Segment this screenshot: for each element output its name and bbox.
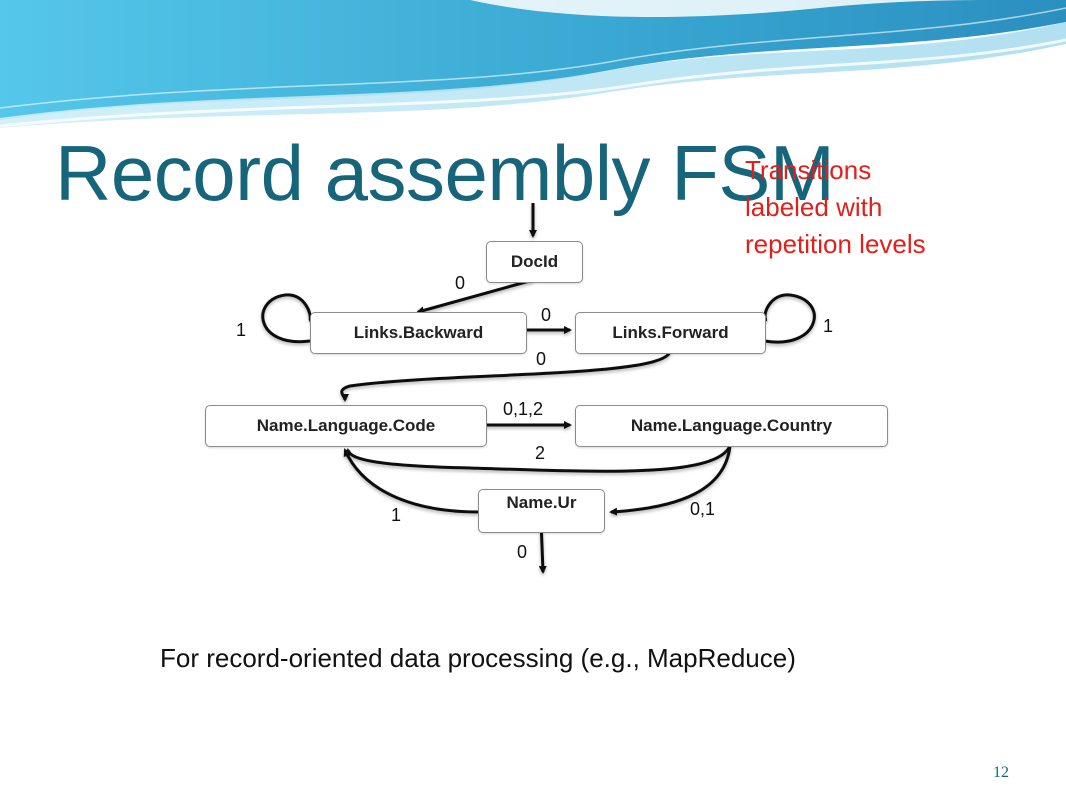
label-backward-to-forward: 0 — [541, 305, 552, 325]
label-url-to-code: 1 — [391, 505, 402, 525]
slide-caption: For record-oriented data processing (e.g… — [160, 643, 796, 673]
edge-url-to-code — [343, 448, 479, 514]
node-name-language-code: Name.Language.Code — [205, 405, 487, 447]
label-forward-to-code: 0 — [536, 349, 547, 369]
node-links-backward: Links.Backward — [310, 312, 527, 354]
note-line: labeled with — [745, 192, 883, 222]
label-country-to-code: 2 — [535, 443, 546, 463]
header-wave-decoration — [0, 0, 1066, 128]
label-docid-to-backward: 0 — [455, 273, 466, 293]
node-name-language-country: Name.Language.Country — [575, 405, 888, 447]
node-docid: DocId — [486, 241, 583, 283]
edge-forward-to-code — [340, 351, 672, 402]
node-name-url: Name.Ur — [478, 489, 605, 533]
label-forward-self: 1 — [823, 316, 834, 336]
label-backward-self: 1 — [236, 320, 247, 340]
note-line: repetition levels — [745, 229, 926, 259]
label-code-to-country: 0,1,2 — [503, 399, 544, 419]
edge-docid-to-backward — [416, 278, 534, 315]
label-country-to-url: 0,1 — [690, 499, 716, 519]
note-line: Transitions — [745, 155, 872, 185]
edge-country-to-code — [345, 445, 732, 473]
node-links-forward: Links.Forward — [575, 312, 766, 354]
edge-backward-self — [261, 293, 316, 344]
edge-country-to-url — [609, 445, 732, 516]
transition-note: Transitions labeled with repetition leve… — [745, 152, 926, 263]
edge-forward-self — [759, 293, 816, 344]
slide-title: Record assembly FSM — [55, 129, 835, 217]
page-number: 12 — [993, 764, 1009, 781]
label-url-exit: 0 — [517, 542, 528, 562]
